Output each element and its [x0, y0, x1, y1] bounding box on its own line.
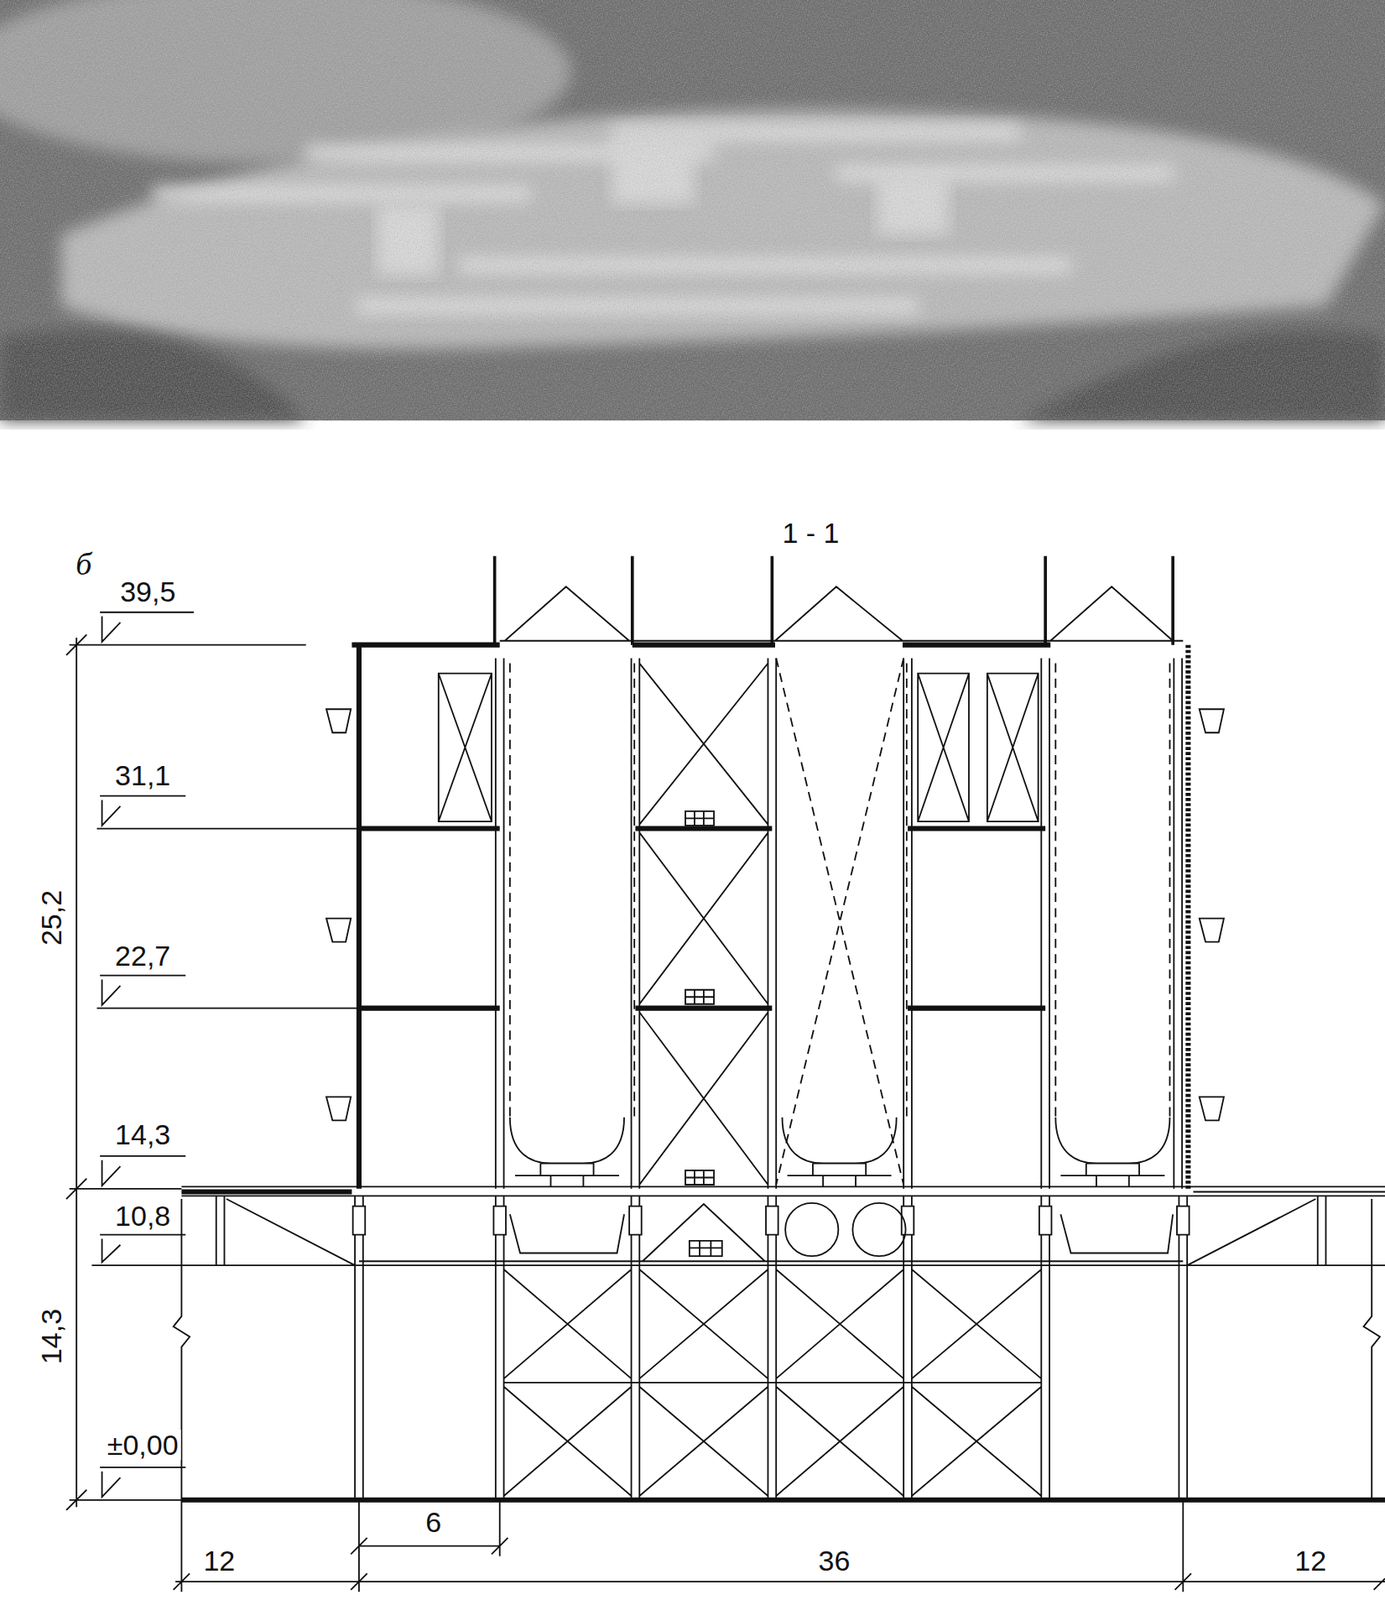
equipment-box: [917, 673, 969, 822]
hopper: [1055, 1117, 1170, 1188]
column-heads: [353, 1206, 1190, 1235]
level-label: 6: [422, 1506, 444, 1537]
equipment: [438, 673, 1039, 822]
level-label: 1 - 1: [779, 517, 842, 548]
dimension-lines: [66, 612, 1385, 1593]
equipment-box: [438, 673, 492, 822]
window-wedges: [326, 708, 1224, 1120]
level-label: 36: [816, 1545, 854, 1576]
hopper: [510, 1117, 625, 1188]
posts: [494, 556, 1173, 646]
level-label: 10,8: [112, 1200, 173, 1231]
right-wall: [1185, 645, 1191, 1189]
equipment-box: [987, 673, 1039, 822]
level-label: 39,5: [117, 576, 178, 607]
level-label: б: [72, 546, 94, 581]
grid-symbol: [685, 811, 714, 826]
level-label: ±0,00: [104, 1429, 182, 1460]
frame-lines: [173, 586, 1385, 1500]
level-label: 12: [200, 1545, 238, 1576]
hopper: [781, 1117, 896, 1188]
pipe-section: [852, 1202, 906, 1256]
site-photo: [0, 0, 1385, 421]
conveyor-shape: [510, 1213, 1173, 1253]
dashed-bracing: [510, 657, 1171, 1185]
level-label: 31,1: [112, 760, 173, 791]
level-label: 12: [1291, 1545, 1329, 1576]
grid-symbols: [685, 811, 723, 1256]
grid-symbol: [685, 1170, 714, 1185]
level-label: 22,7: [112, 940, 173, 971]
bunker-hoppers: [510, 1117, 1171, 1188]
dimension-label: 25,2: [36, 887, 67, 948]
dimension-label: 14,3: [36, 1306, 67, 1367]
grid-symbol: [685, 989, 714, 1005]
grid-symbol: [689, 1240, 723, 1256]
photo-ground: [0, 0, 1385, 421]
pipe-section: [785, 1202, 839, 1256]
photo-grain: [0, 0, 1385, 421]
level-label: 14,3: [112, 1119, 173, 1150]
